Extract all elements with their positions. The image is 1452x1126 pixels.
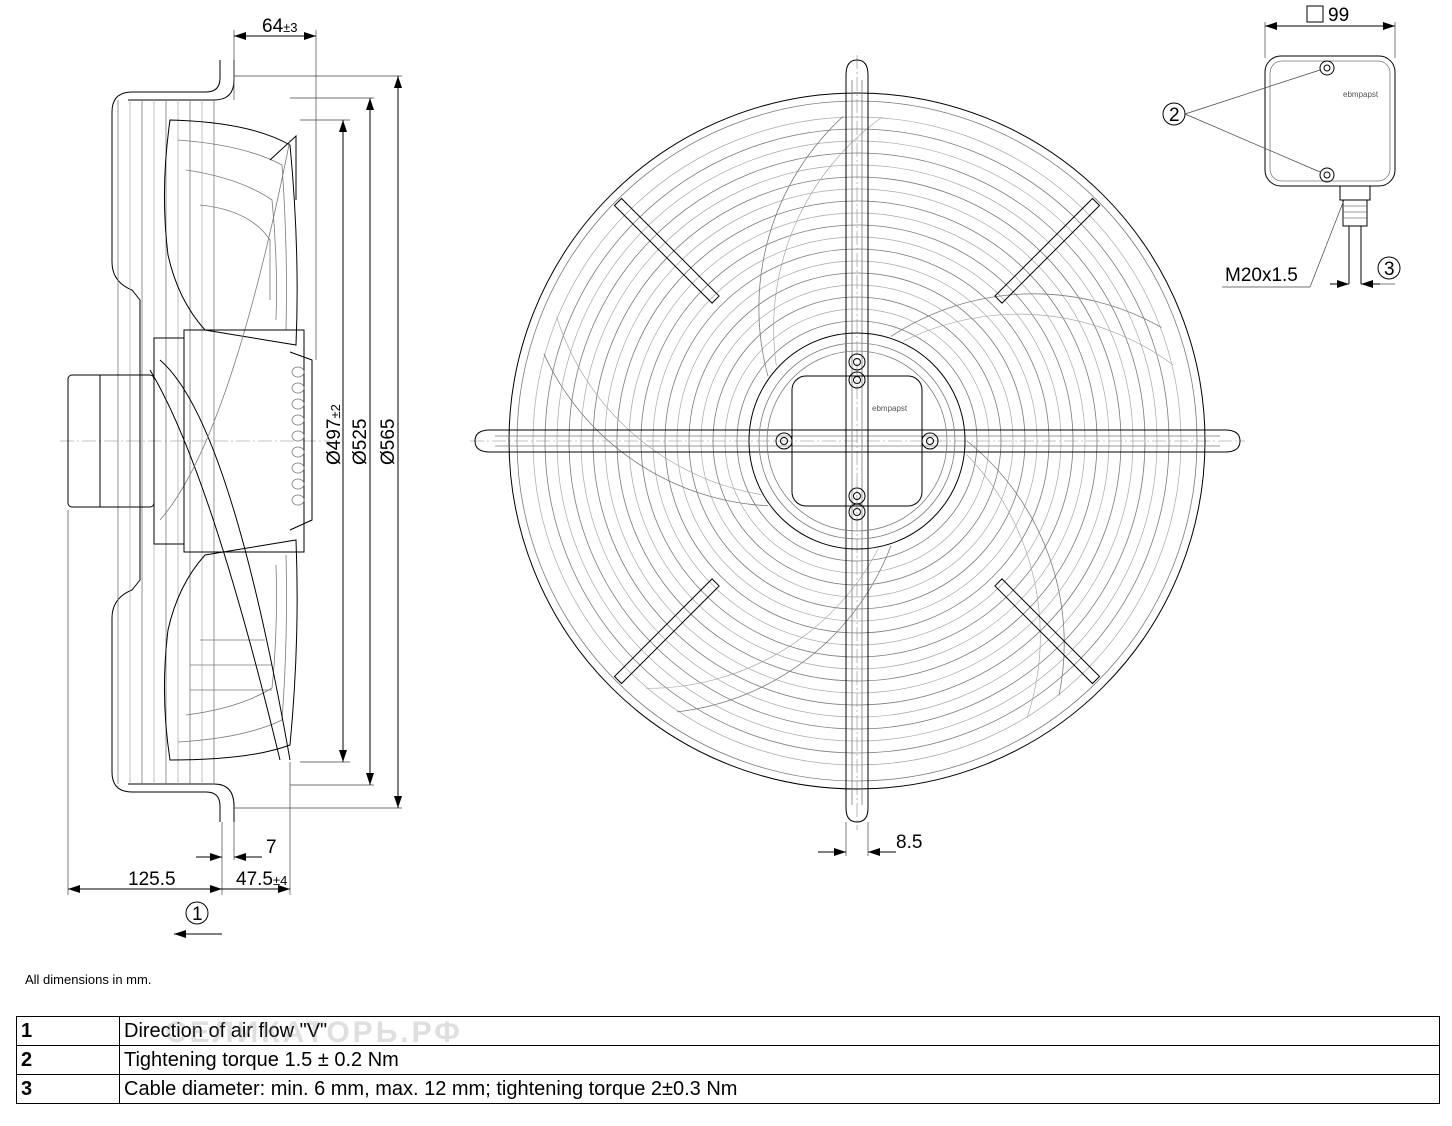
side-view: 64±3 Ø497±2 Ø525 Ø565 7 125.5 47.5±4 1 [60,16,402,938]
callout-1: 1 [192,904,203,925]
legend-num: 3 [16,1074,120,1104]
circle-callout-icon [1377,256,1401,280]
front-brand-label: ebmpapst [872,404,908,413]
callout-2: 2 [1169,105,1180,126]
dim-7: 7 [266,837,277,858]
terminal-box: 99 ebmpapst 2 M20x1.5 3 [1162,5,1401,288]
dim-125-5: 125.5 [128,869,176,890]
thread-label: M20x1.5 [1225,265,1298,286]
box-brand-label: ebmpapst [1343,90,1379,99]
dim-525: Ø525 [350,419,371,465]
table-row: 1 Direction of air flow "V" [16,1016,1440,1046]
legend-text: Tightening torque 1.5 ± 0.2 Nm [119,1045,1440,1075]
table-row: 2 Tightening torque 1.5 ± 0.2 Nm [16,1045,1440,1075]
dim-565: Ø565 [378,419,399,465]
dim-8-5: 8.5 [896,832,922,853]
watermark: СЕЛИКАТОРЬ.РФ [165,1016,463,1049]
dim-64: 64±3 [262,16,298,37]
front-view: ebmpapst 8.5 [470,55,1245,856]
dim-497: Ø497±2 [324,404,345,465]
table-row: 3 Cable diameter: min. 6 mm, max. 12 mm;… [16,1074,1440,1104]
dim-47-5: 47.5±4 [236,869,287,890]
legend-table: 1 Direction of air flow "V" 2 Tightening… [16,1016,1440,1104]
callout-3: 3 [1384,259,1395,280]
legend-text: Cable diameter: min. 6 mm, max. 12 mm; t… [119,1074,1440,1104]
dim-99: 99 [1328,5,1349,26]
legend-text: Direction of air flow "V" [119,1016,1440,1046]
circle-callout-icon [185,901,209,925]
legend-num: 1 [16,1016,120,1046]
units-note: All dimensions in mm. [25,972,152,987]
legend-num: 2 [16,1045,120,1075]
